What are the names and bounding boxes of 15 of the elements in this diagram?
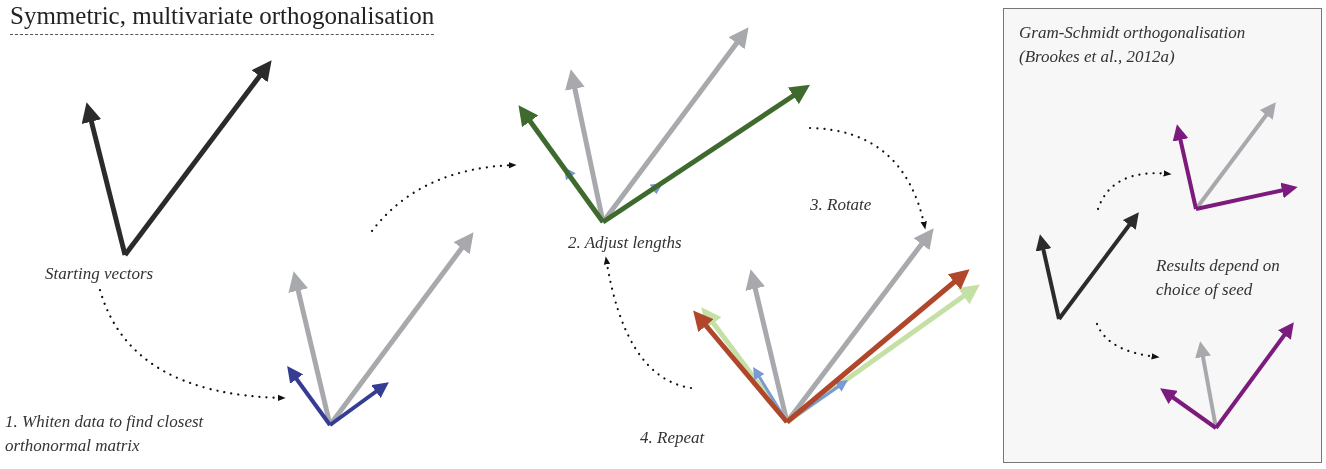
dotted-arrow <box>1096 170 1172 211</box>
edge-label: 4. Repeat <box>640 428 705 448</box>
dotted-arrow <box>370 162 517 233</box>
panel <box>1003 8 1322 463</box>
dotted-arrow <box>98 288 286 401</box>
node-label: Starting vectors <box>45 263 155 285</box>
edge-label: 3. Rotate <box>810 195 872 215</box>
node-label: 1. Whiten data to find closest orthonormal matrix <box>5 411 205 457</box>
dotted-arrow <box>604 256 693 390</box>
panel-heading: Gram-Schmidt orthogonalisation (Brookes et al., 2012a) <box>1019 22 1247 68</box>
dotted-arrow <box>808 126 927 230</box>
node-label: 2. Adjust lengths <box>568 232 683 254</box>
note: Results depend on choice of seed <box>1156 255 1281 301</box>
dotted-arrow <box>1095 322 1160 360</box>
diagram-title: Symmetric, multivariate orthogonalisation <box>10 2 435 35</box>
